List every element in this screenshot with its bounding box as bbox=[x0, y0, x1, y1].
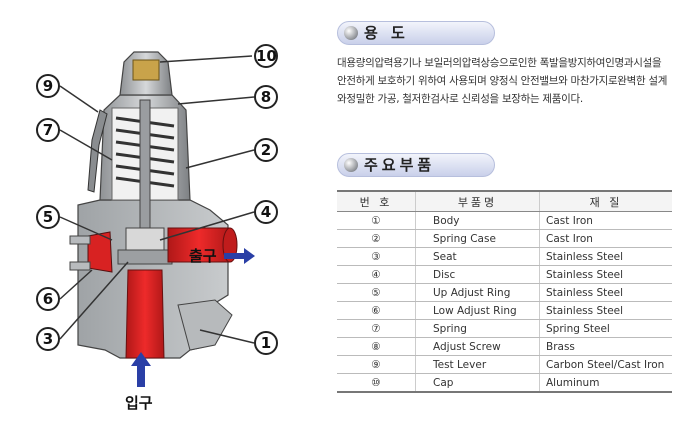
part-name: Test Lever bbox=[415, 355, 540, 374]
callout-leader-lines bbox=[59, 55, 255, 344]
part-material: Brass bbox=[539, 337, 672, 356]
part-number: ⑦ bbox=[337, 319, 416, 338]
parts-title: 주요부품 bbox=[364, 156, 436, 174]
part-number: ⑤ bbox=[337, 283, 416, 302]
bullet-sphere-icon bbox=[344, 158, 358, 172]
callout-1: 1 bbox=[254, 331, 278, 355]
outlet-arrow-icon bbox=[224, 248, 255, 264]
part-material: Spring Steel bbox=[539, 319, 672, 338]
part-name: Cap bbox=[415, 373, 540, 393]
usage-description: 대용량의압력용기나 보일러의압력상승으로인한 폭발을방지하여인명과시설을 안전하… bbox=[337, 57, 668, 105]
part-number: ② bbox=[337, 229, 416, 248]
callout-8: 8 bbox=[254, 85, 278, 109]
part-material: Stainless Steel bbox=[539, 301, 672, 320]
usage-title: 용 도 bbox=[364, 24, 409, 42]
part-name: Up Adjust Ring bbox=[415, 283, 540, 302]
part-material: Aluminum bbox=[539, 373, 672, 393]
callout-6: 6 bbox=[36, 287, 60, 311]
callout-2: 2 bbox=[254, 138, 278, 162]
part-material: Cast Iron bbox=[539, 211, 672, 230]
part-name: Spring Case bbox=[415, 229, 540, 248]
part-material: Stainless Steel bbox=[539, 265, 672, 284]
part-name: Spring bbox=[415, 319, 540, 338]
part-name: Adjust Screw bbox=[415, 337, 540, 356]
valve-drawing bbox=[59, 51, 255, 387]
part-material: Stainless Steel bbox=[539, 247, 672, 266]
callout-3: 3 bbox=[36, 327, 60, 351]
part-material: Cast Iron bbox=[539, 229, 672, 248]
part-number: ⑧ bbox=[337, 337, 416, 356]
header-part-name: 부품명 bbox=[415, 190, 540, 212]
callout-7: 7 bbox=[36, 118, 60, 142]
part-number: ⑥ bbox=[337, 301, 416, 320]
part-number: ④ bbox=[337, 265, 416, 284]
parts-section-header: 주요부품 bbox=[337, 153, 495, 177]
header-material: 재 질 bbox=[539, 190, 672, 212]
part-number: ① bbox=[337, 211, 416, 230]
part-number: ⑨ bbox=[337, 355, 416, 374]
inlet-arrow-icon bbox=[131, 352, 151, 387]
part-number: ③ bbox=[337, 247, 416, 266]
callout-10: 10 bbox=[254, 44, 278, 68]
bullet-sphere-icon bbox=[344, 26, 358, 40]
inlet-label: 입구 bbox=[125, 394, 153, 412]
part-name: Body bbox=[415, 211, 540, 230]
callout-4: 4 bbox=[254, 200, 278, 224]
part-number: ⑩ bbox=[337, 373, 416, 393]
part-material: Stainless Steel bbox=[539, 283, 672, 302]
outlet-label: 출구 bbox=[189, 247, 217, 265]
part-name: Low Adjust Ring bbox=[415, 301, 540, 320]
part-name: Disc bbox=[415, 265, 540, 284]
callout-5: 5 bbox=[36, 205, 60, 229]
callout-9: 9 bbox=[36, 74, 60, 98]
part-material: Carbon Steel/Cast Iron bbox=[539, 355, 672, 374]
part-name: Seat bbox=[415, 247, 540, 266]
header-number: 번 호 bbox=[337, 190, 416, 212]
parts-table-header-row: 번 호 부품명 재 질 bbox=[337, 190, 672, 212]
usage-section-header: 용 도 bbox=[337, 21, 495, 45]
valve-cross-section-diagram: 10 9 8 7 2 4 5 6 3 1 출구 입구 bbox=[0, 0, 300, 417]
